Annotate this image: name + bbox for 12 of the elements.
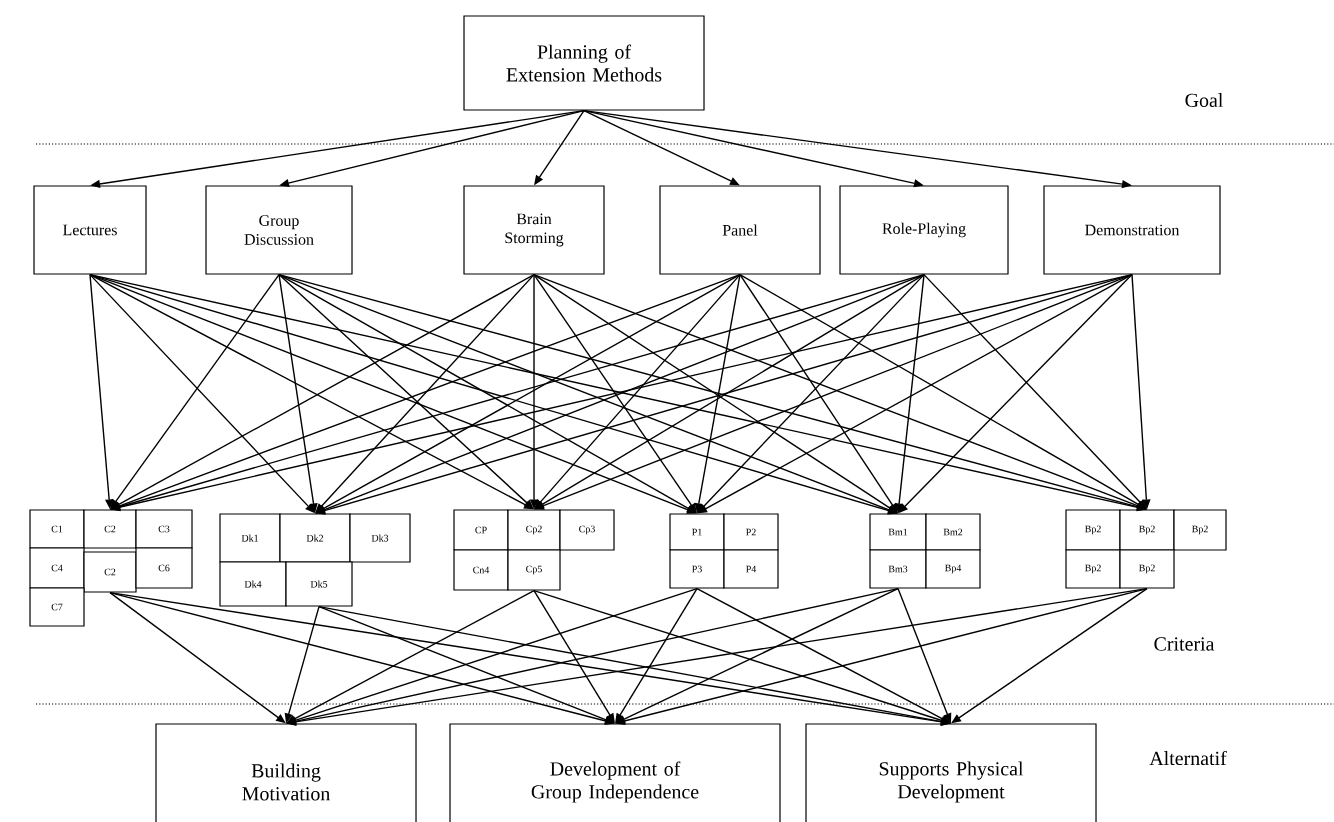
arrow [278,273,697,514]
arrow [315,273,741,514]
alternative-box: Development of Group Independence [449,723,781,822]
arrow [696,587,951,724]
arrow [951,587,1148,724]
level-label: Criteria [1154,637,1215,651]
level-label: Alternatif [1149,750,1227,766]
arrow [286,589,535,724]
goal-box: Planning of Extension Methods [463,15,705,111]
alternative-box: Supports Physical Development [805,723,1097,822]
alternative-box: Building Motivation [155,723,417,822]
level-label: Goal [1185,93,1223,107]
